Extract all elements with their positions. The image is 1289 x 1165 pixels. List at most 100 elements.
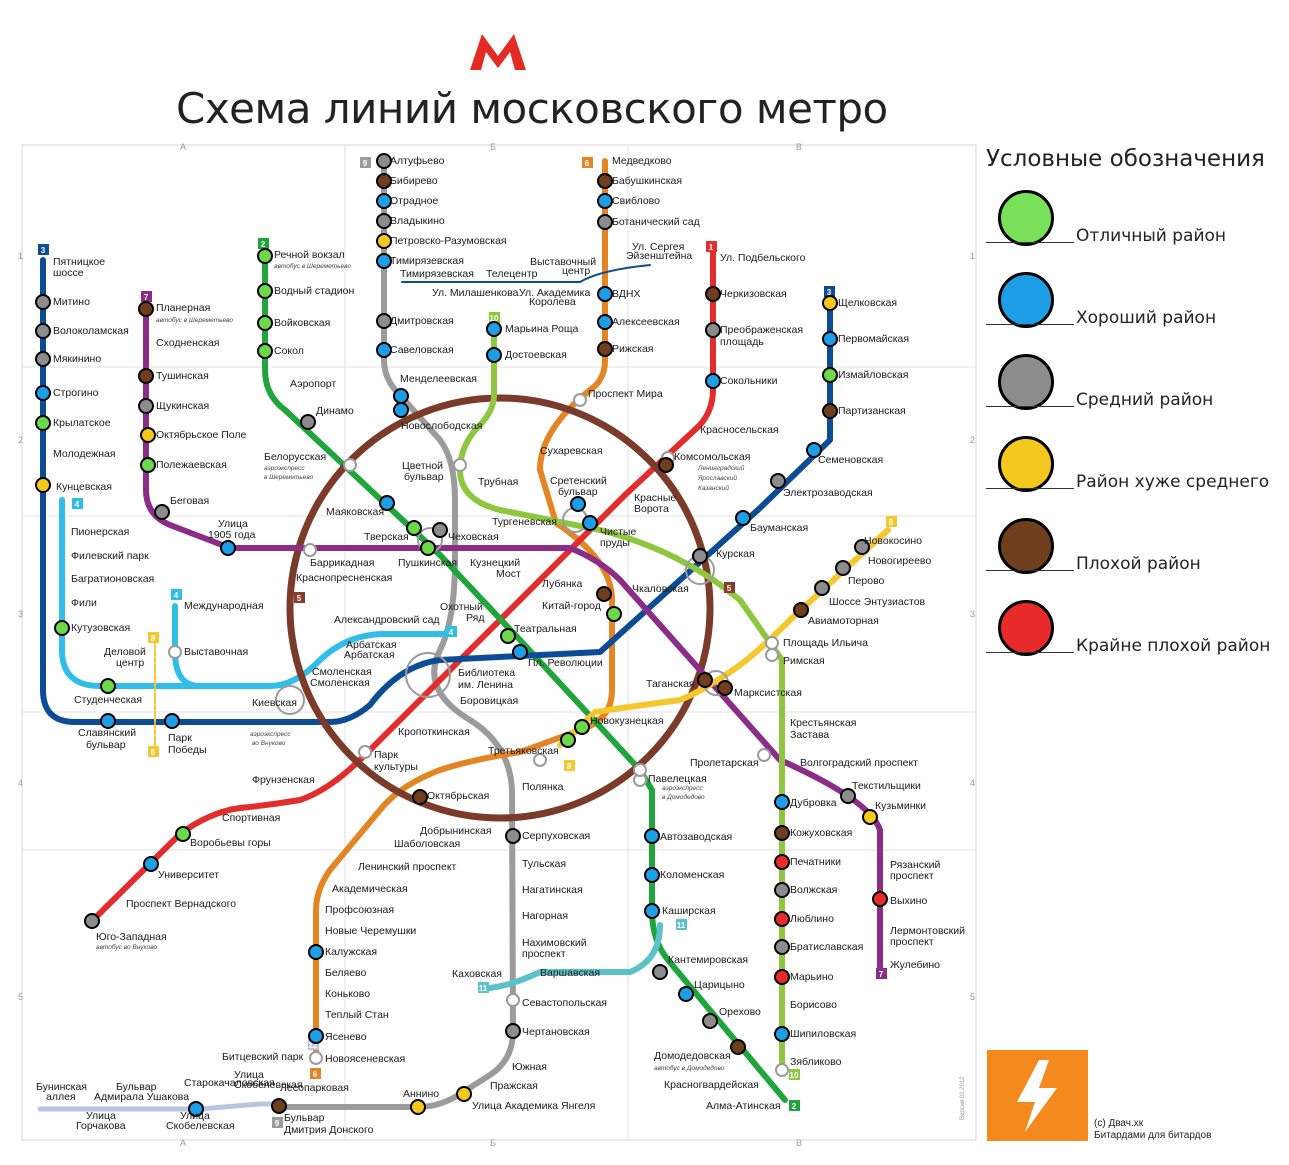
station-marker[interactable]: Беговая — [154, 504, 170, 520]
station-marker[interactable]: Автозаводская — [644, 828, 660, 844]
station-marker[interactable]: Братиславская — [774, 939, 790, 955]
station-marker[interactable]: Бибирево — [376, 173, 392, 189]
station-marker[interactable]: Менделеевская — [393, 388, 409, 404]
station-marker[interactable]: Улица Скобелевская — [188, 1101, 204, 1117]
station-marker[interactable]: Кузьминки — [862, 809, 878, 825]
station-marker[interactable]: Дубровка — [774, 794, 790, 810]
station-marker[interactable]: Щукинская — [138, 398, 154, 414]
station-marker[interactable]: Таганская — [697, 672, 713, 688]
station-marker[interactable]: Кунцевская — [35, 477, 51, 493]
station-marker[interactable]: Чертановская — [505, 1023, 521, 1039]
station-marker[interactable]: Октябрьская — [412, 789, 428, 805]
station-marker[interactable]: Калужская — [308, 944, 324, 960]
station-marker[interactable]: Отрадное — [376, 193, 392, 209]
station-marker[interactable]: Тверская — [406, 520, 422, 536]
station-marker[interactable]: Коломенская — [644, 867, 660, 883]
station-marker[interactable]: Водный стадион — [257, 283, 273, 299]
station-marker[interactable]: Пл. Революции — [512, 644, 528, 660]
station-marker[interactable]: Бульвар Дмитрия Донского — [271, 1098, 287, 1114]
station-marker[interactable]: Петровско-Разумовская — [376, 233, 392, 249]
station-marker[interactable]: Бабушкинская — [597, 173, 613, 189]
station-marker[interactable]: Улица 1905 года — [220, 540, 236, 556]
station-marker[interactable]: Китай-город — [596, 586, 612, 602]
station-marker[interactable]: Бауманская — [735, 510, 751, 526]
station-marker[interactable]: Аннино — [410, 1099, 426, 1115]
station-marker[interactable]: Пушкинская — [420, 540, 436, 556]
station-marker[interactable]: Кантемировская — [652, 964, 668, 980]
station-marker[interactable]: Новослободская — [393, 402, 409, 418]
station-marker[interactable]: Марксистская — [717, 680, 733, 696]
station-marker[interactable]: Динамо — [300, 414, 316, 430]
station-marker[interactable]: Улица Академика Янгеля — [456, 1086, 472, 1102]
station-marker[interactable]: Комсомольская — [658, 457, 674, 473]
station-marker[interactable]: Первомайская — [822, 331, 838, 347]
station-marker[interactable]: Семеновская — [806, 442, 822, 458]
station-marker[interactable]: Воробьевы горы — [175, 826, 191, 842]
station-marker[interactable]: Ботанический сад — [597, 214, 613, 230]
station-marker[interactable]: Выхино — [872, 891, 888, 907]
station-marker[interactable]: Новогиреево — [854, 539, 870, 555]
station-marker[interactable]: Полежаевская — [140, 457, 156, 473]
station-marker[interactable]: Текстильщики — [840, 788, 856, 804]
station-marker[interactable]: Кутузовская — [54, 620, 70, 636]
station-marker[interactable]: Шипиловская — [774, 1026, 790, 1042]
station-marker[interactable]: Царицыно — [678, 986, 694, 1002]
station-marker[interactable]: Алтуфьево — [376, 153, 392, 169]
station-marker[interactable]: Волжская — [774, 882, 790, 898]
station-marker[interactable]: Чистые пруды — [582, 515, 598, 531]
station-marker[interactable]: Домодедовская — [730, 1039, 746, 1055]
station-marker[interactable]: Мякинино — [35, 351, 51, 367]
station-marker[interactable]: Курская — [692, 548, 708, 564]
station-marker[interactable]: Дмитровская — [376, 313, 392, 329]
station-marker[interactable]: Марьина Роща — [486, 321, 502, 337]
station-marker[interactable]: Новокузнецкая — [574, 719, 590, 735]
station-marker[interactable]: Владыкино — [376, 213, 392, 229]
station-marker[interactable]: Достоевская — [486, 347, 502, 363]
station-marker[interactable]: Октябрьское Поле — [140, 427, 156, 443]
station-marker[interactable]: Митино — [35, 294, 51, 310]
station-marker[interactable]: Сокольники — [705, 373, 721, 389]
station-marker[interactable]: Сокол — [257, 343, 273, 359]
station-marker[interactable]: Чеховская — [432, 522, 448, 538]
station-marker[interactable]: Марьино — [774, 969, 790, 985]
station-marker[interactable]: Чкаловская — [606, 606, 622, 622]
station-marker[interactable]: Театральная — [500, 628, 516, 644]
station-marker[interactable]: Измайловская — [822, 367, 838, 383]
station-marker[interactable]: Люблино — [774, 911, 790, 927]
station-marker[interactable]: Строгино — [35, 385, 51, 401]
station-marker[interactable]: Речной вокзал — [257, 248, 273, 264]
station-marker[interactable]: Черкизовская — [705, 286, 721, 302]
station-marker[interactable]: ВДНХ — [597, 286, 613, 302]
station-marker[interactable]: Волоколамская — [35, 323, 51, 339]
station-marker[interactable]: Планерная — [138, 301, 154, 317]
station-marker[interactable]: Авиамоторная — [793, 602, 809, 618]
station-marker[interactable]: Парк Победы — [164, 713, 180, 729]
station-marker[interactable]: Тимирязевская — [376, 253, 392, 269]
station-marker[interactable]: Ясенево — [308, 1028, 324, 1044]
station-marker[interactable]: Печатники — [774, 854, 790, 870]
station-marker[interactable]: Алексеевская — [597, 314, 613, 330]
station-marker[interactable]: Серпуховская — [505, 828, 521, 844]
station-marker[interactable]: Университет — [143, 856, 159, 872]
station-marker[interactable]: Каширская — [644, 903, 660, 919]
station-marker[interactable]: Перово — [835, 560, 851, 576]
station-marker[interactable]: Крылатское — [35, 415, 51, 431]
station-marker[interactable]: Партизанская — [822, 403, 838, 419]
station-marker[interactable]: Орехово — [702, 1013, 718, 1029]
station-marker[interactable]: Электрозаводская — [770, 473, 786, 489]
station-marker[interactable]: Савеловская — [376, 342, 392, 358]
station-marker[interactable]: Преображенская площадь — [705, 322, 721, 338]
station-marker[interactable]: Тушинская — [138, 368, 154, 384]
station-marker[interactable]: Кожуховская — [774, 825, 790, 841]
station-marker[interactable]: Третьяковская — [560, 732, 576, 748]
station-marker[interactable]: Шоссе Энтузиастов — [814, 580, 830, 596]
station-marker[interactable]: Рижская — [597, 341, 613, 357]
station-marker[interactable]: Маяковская — [379, 495, 395, 511]
station-marker[interactable]: Студенческая — [100, 678, 116, 694]
station-marker[interactable]: Войковская — [257, 315, 273, 331]
station-marker[interactable]: Щелковская — [822, 295, 838, 311]
station-marker[interactable]: Свиблово — [597, 193, 613, 209]
station-marker[interactable]: Славянский бульвар — [100, 713, 116, 729]
station-marker[interactable]: Сретенский бульвар — [570, 496, 586, 512]
station-marker[interactable]: Юго-Западная — [84, 913, 100, 929]
